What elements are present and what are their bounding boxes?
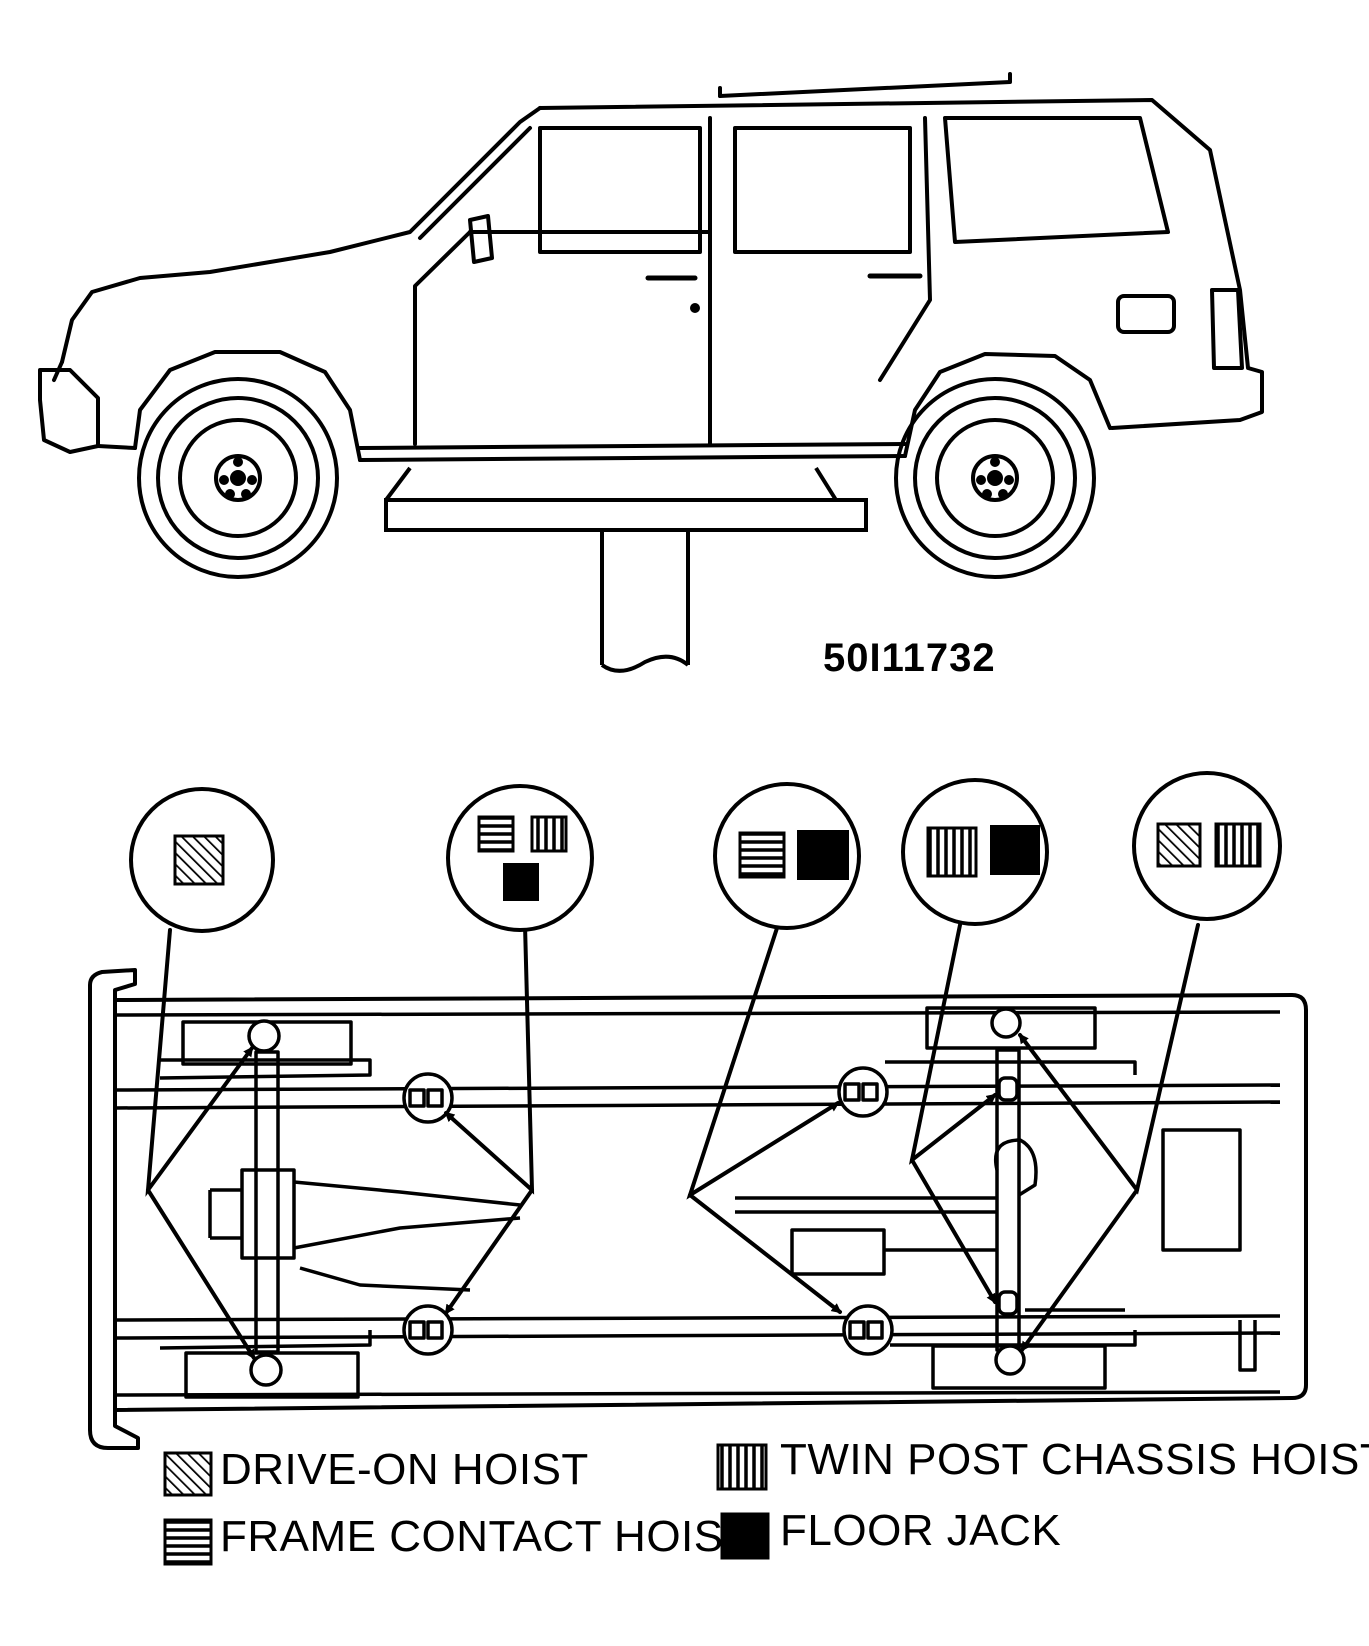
front-wheel xyxy=(137,377,339,579)
callout-5-drive-twin xyxy=(1132,771,1282,921)
callout-3-frame-jack xyxy=(713,782,861,930)
leader-lines xyxy=(145,923,1200,1360)
legend-label-drive-on: DRIVE-ON HOIST xyxy=(220,1445,589,1494)
legend-label-twin-post: TWIN POST CHASSIS HOIST xyxy=(780,1435,1369,1484)
legend-swatch-twin-post xyxy=(716,1443,768,1491)
legend-swatch-floor-jack xyxy=(720,1512,770,1560)
vehicle-side-view xyxy=(38,72,1264,462)
legend-swatch-frame-contact xyxy=(163,1518,213,1566)
underbody-plan xyxy=(88,968,1308,1450)
legend-swatches xyxy=(163,1443,770,1566)
legend-label-floor-jack: FLOOR JACK xyxy=(780,1506,1062,1555)
callout-4-twin-jack xyxy=(901,778,1049,926)
hoist-lift xyxy=(384,466,868,673)
figure-id: 50I11732 xyxy=(823,636,996,680)
rear-wheel xyxy=(894,377,1096,579)
callout-1-drive-on xyxy=(129,787,275,933)
callout-2-frame-twin-jack xyxy=(446,784,594,932)
legend-label-frame-contact: FRAME CONTACT HOIST xyxy=(220,1512,751,1561)
legend-swatch-drive-on xyxy=(163,1451,213,1497)
